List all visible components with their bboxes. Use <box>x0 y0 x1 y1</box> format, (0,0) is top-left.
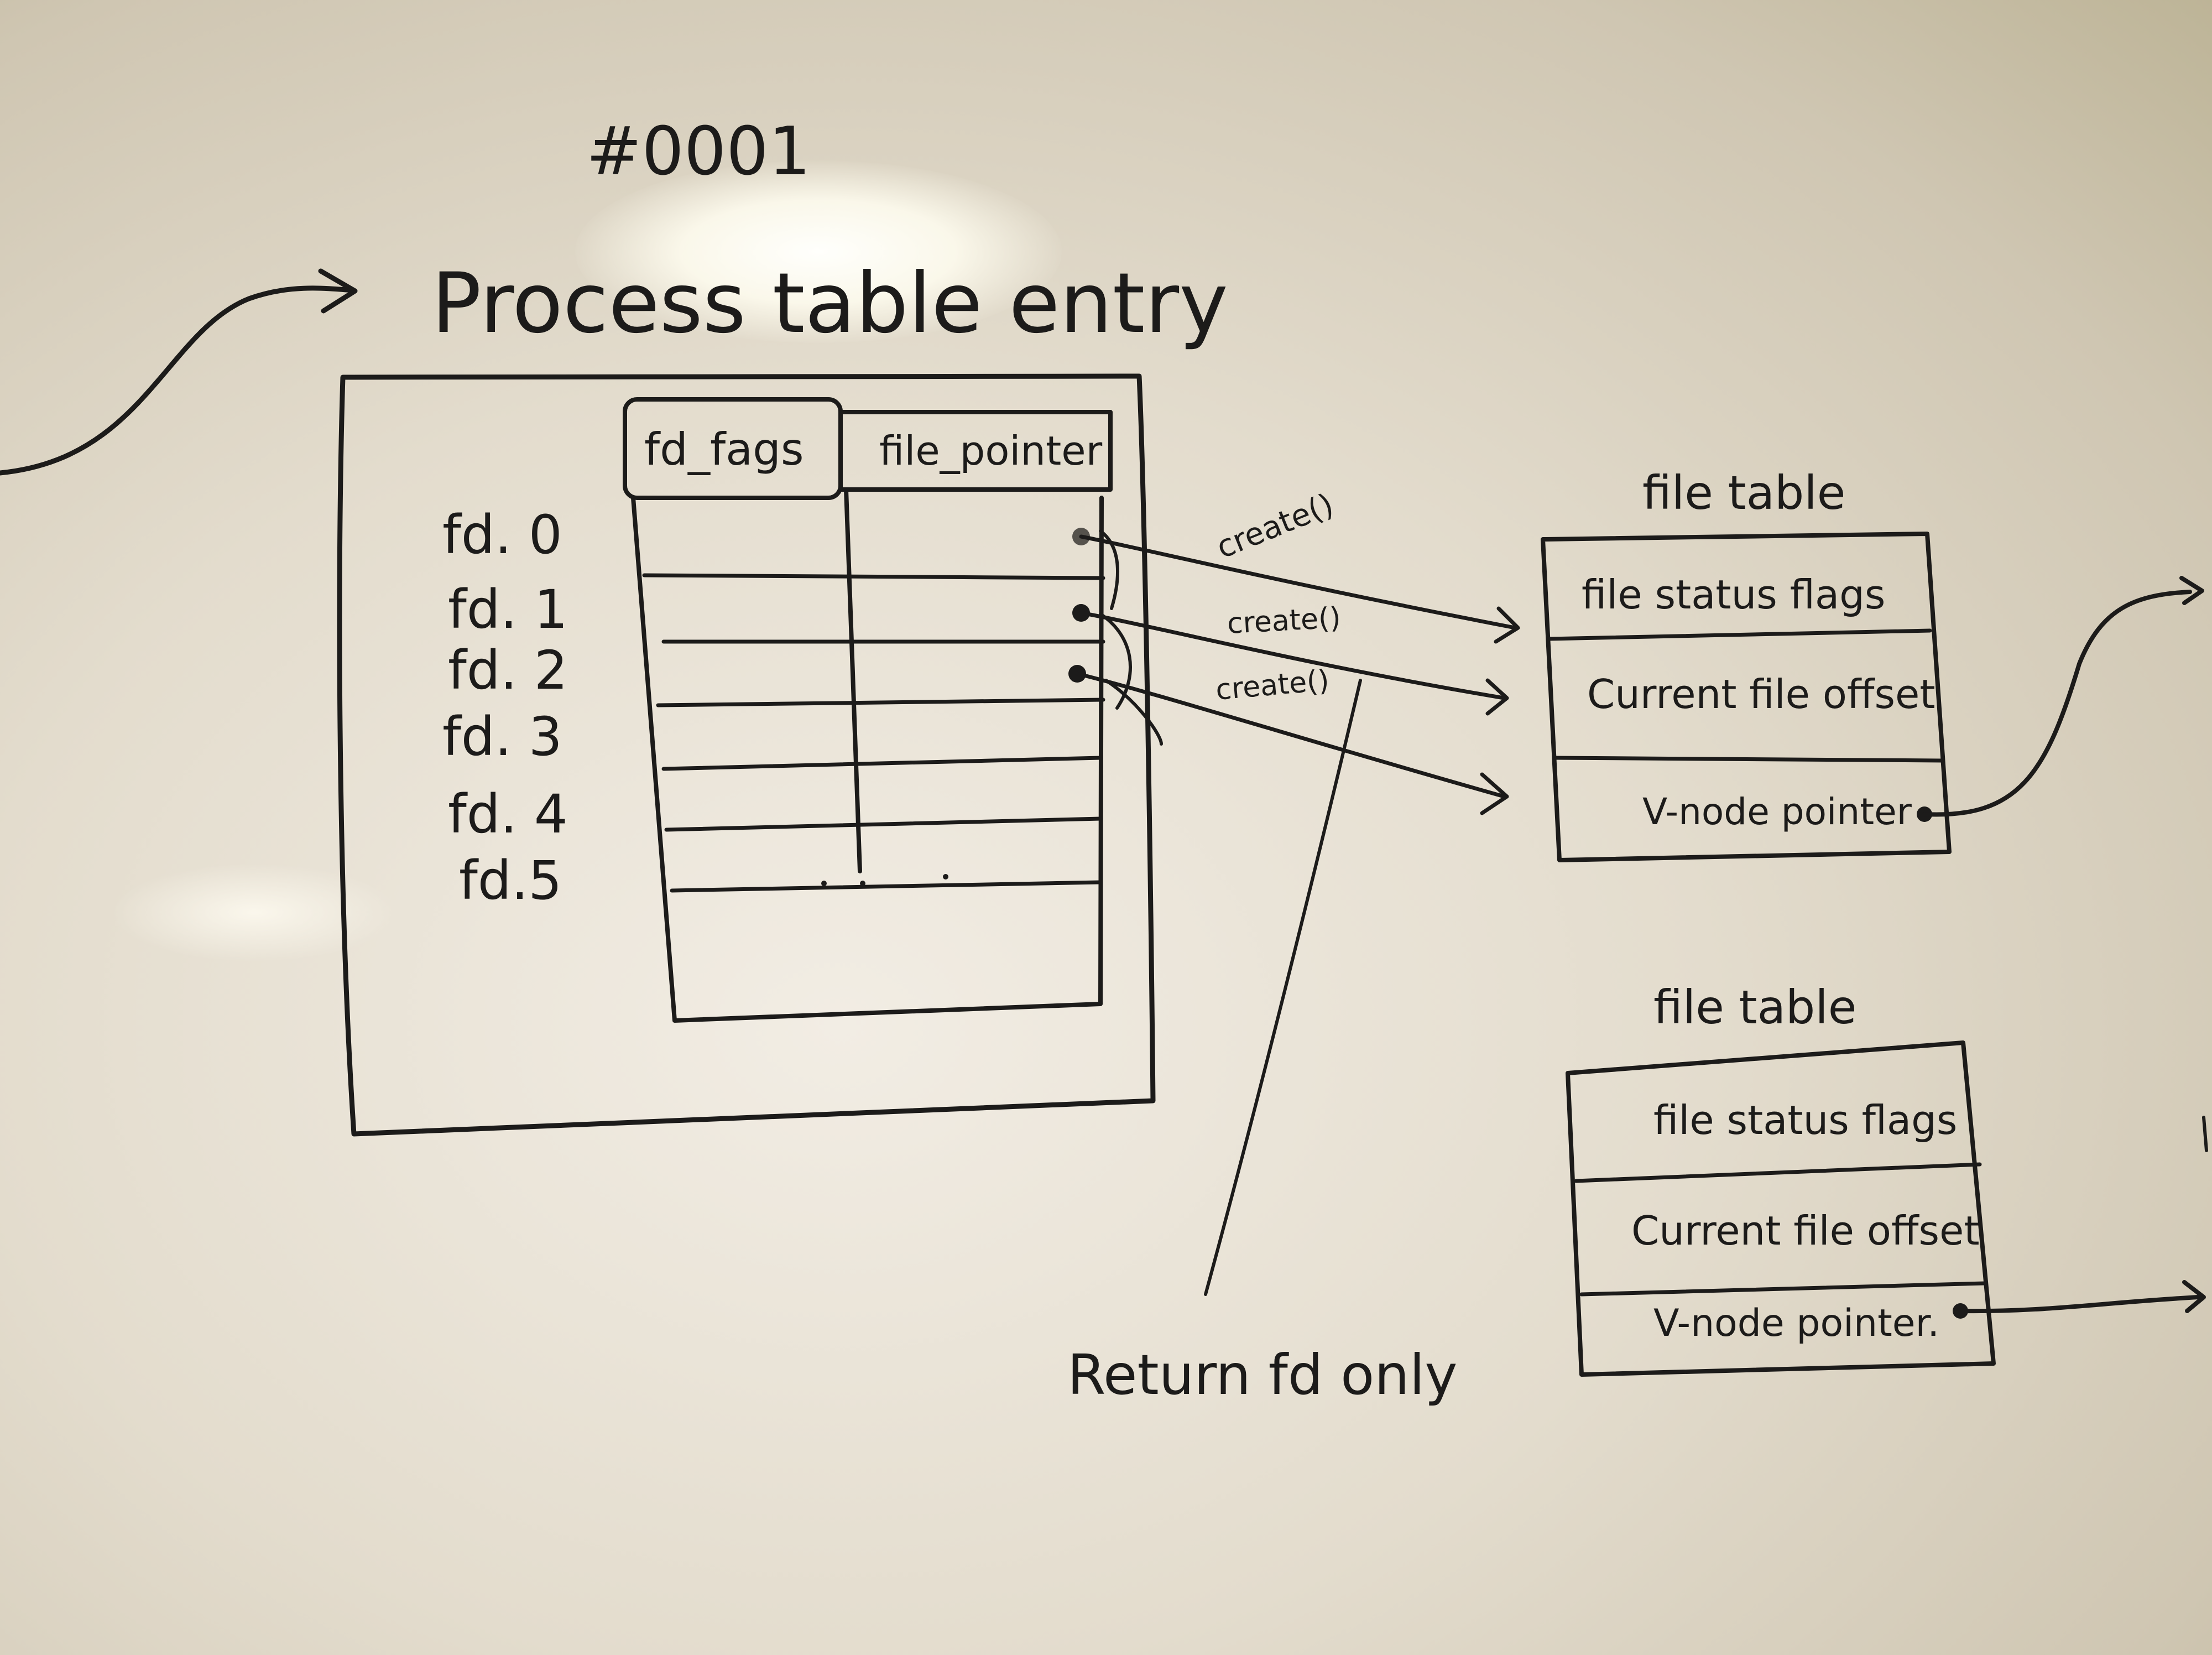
arrowhead-fd2 <box>1480 772 1509 815</box>
pointer-arrow-fd1 <box>1079 611 1506 700</box>
file-table-1-row-offset: Current file offset <box>1587 671 1936 717</box>
ink-dot <box>943 874 948 879</box>
call-label-1: create() <box>1212 487 1339 566</box>
ink-dot <box>821 881 827 886</box>
return-pointer-line <box>1204 679 1362 1296</box>
fd-table-frame <box>631 496 1104 1023</box>
call-label-2: create() <box>1227 601 1342 641</box>
file-table-2-title: file table <box>1653 980 1856 1034</box>
file-table-1-divider <box>1546 628 1932 641</box>
diagram-id: #0001 <box>586 113 811 190</box>
process-entry-box <box>337 373 1156 1137</box>
fd-label-4: fd. 4 <box>448 783 568 845</box>
fd-label-5: fd.5 <box>459 850 562 912</box>
return-note: Return fd only <box>1067 1342 1458 1407</box>
arrowhead-fd0 <box>1494 606 1520 644</box>
file-table-2-row-status: file status flags <box>1653 1097 1957 1143</box>
incoming-arrow <box>0 285 357 476</box>
light-glare <box>575 160 1062 343</box>
fd-label-3: fd. 3 <box>442 706 562 768</box>
file-table-2-row-offset: Current file offset <box>1631 1208 1980 1254</box>
file-table-1-divider <box>1552 756 1943 763</box>
file-table-1-row-status: file status flags <box>1582 571 1885 618</box>
file-table-2-divider <box>1579 1281 1987 1297</box>
light-reflection <box>111 863 398 962</box>
vnode-arrow-2 <box>1958 1295 2200 1314</box>
file-table-1-box <box>1541 532 1952 862</box>
vnode-arrowhead-2 <box>2182 1280 2206 1313</box>
header-file-pointer: file_pointer <box>879 428 1103 474</box>
ink-curl <box>1099 529 1119 610</box>
pointer-arrow-fd2 <box>1075 672 1506 799</box>
call-label-3: create() <box>1214 664 1331 707</box>
header-cell-file-pointer <box>838 410 1113 492</box>
edge-ink-mark <box>2202 1116 2208 1152</box>
fd-label-2: fd. 2 <box>448 639 568 701</box>
fd-label-0: fd. 0 <box>442 504 562 566</box>
file-table-2-box <box>1566 1040 1996 1377</box>
incoming-arrowhead <box>318 268 358 314</box>
fd-table-column-divider <box>844 487 862 873</box>
vnode-arrowhead-1 <box>2179 576 2204 605</box>
process-table-title: Process table entry <box>431 256 1228 352</box>
ink-dot <box>860 881 865 886</box>
file-table-2-row-vnode: V-node pointer. <box>1653 1302 1939 1345</box>
arrowhead-fd1 <box>1485 678 1509 716</box>
ink-curl <box>1104 679 1163 746</box>
fd-table-row-lines <box>642 573 1105 893</box>
vnode-arrow-1 <box>1922 590 2192 817</box>
header-fd-flags: fd_fags <box>644 424 804 475</box>
fd-label-1: fd. 1 <box>448 579 568 641</box>
file-table-1-row-vnode: V-node pointer <box>1642 790 1912 833</box>
file-table-1-title: file table <box>1642 466 1845 520</box>
file-table-2-divider <box>1574 1162 1982 1183</box>
